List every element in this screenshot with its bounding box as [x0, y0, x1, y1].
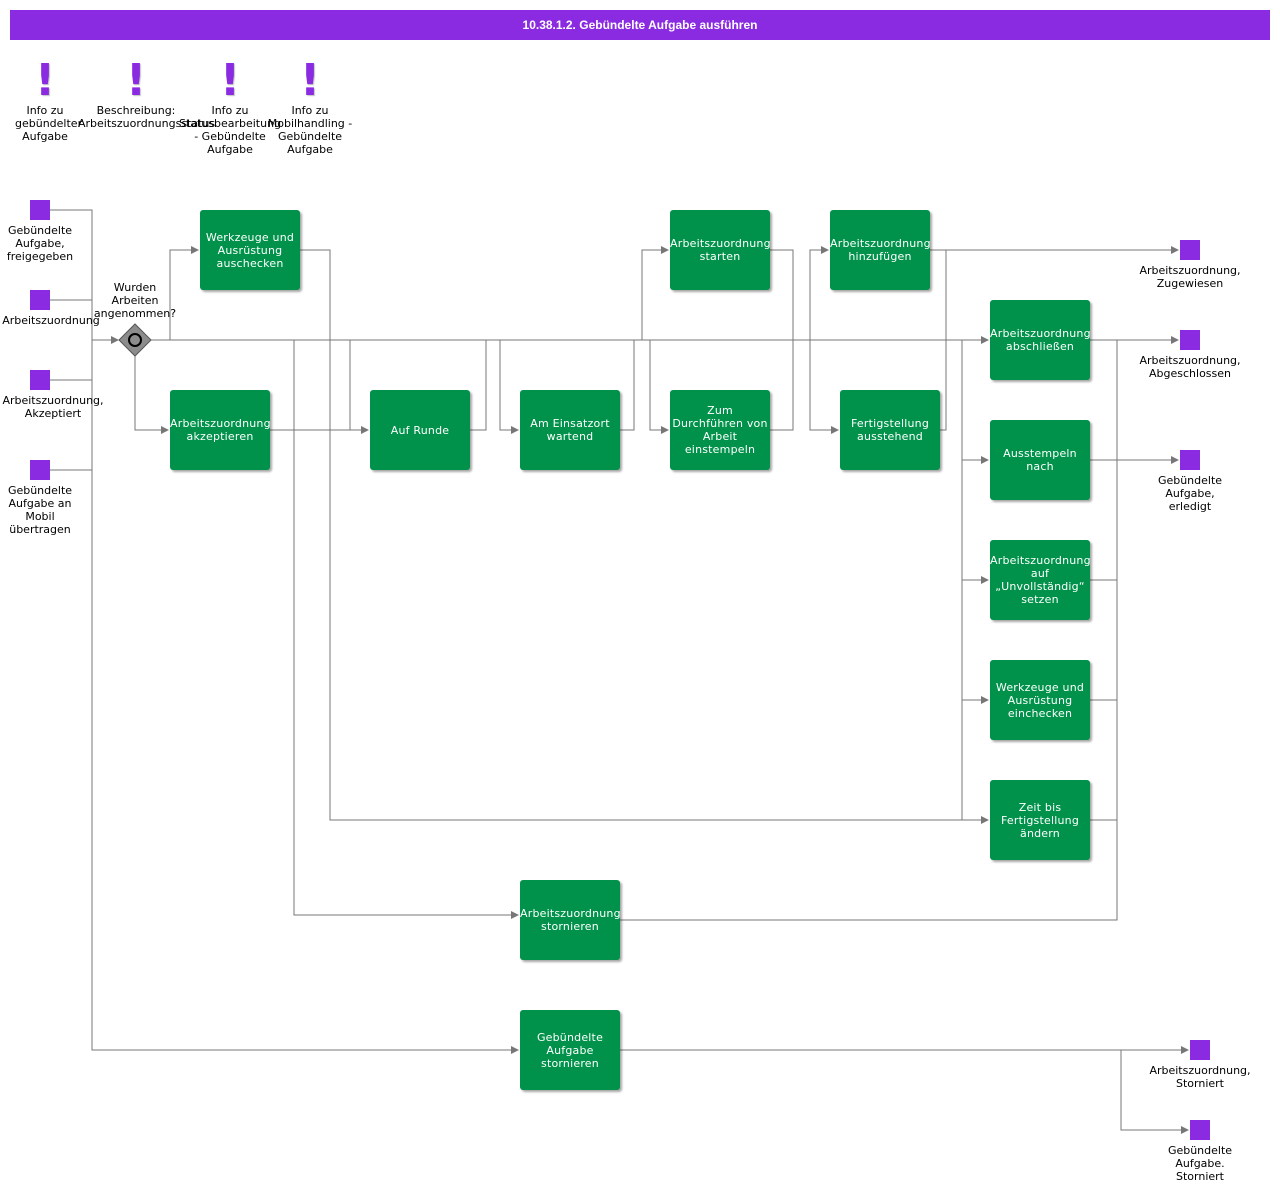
note-arbeitszuordnungsstatus[interactable]: ! Beschreibung: Arbeitszuordnungsstatus	[78, 55, 216, 131]
note-info-gebuendelte-aufgabe[interactable]: ! Info zu gebündelter Aufgabe	[15, 55, 83, 144]
end-event-label: Arbeitszuordnung, Zugewiesen	[1139, 264, 1241, 290]
end-event-storniert[interactable]	[1190, 1040, 1210, 1060]
start-event-label: Gebündelte Aufgabe, freigegeben	[6, 224, 74, 263]
start-event-label: Arbeitszuordnung	[2, 314, 100, 327]
task-label: Zeit bis Fertigstellung ändern	[1000, 800, 1080, 840]
exclusive-gateway	[118, 323, 152, 357]
exclamation-icon: !	[299, 55, 321, 106]
note-label: Beschreibung: Arbeitszuordnungsstatus	[78, 104, 216, 130]
diagram-title: 10.38.1.2. Gebündelte Aufgabe ausführen	[10, 10, 1270, 40]
end-event-label: Arbeitszuordnung, Abgeschlossen	[1139, 354, 1241, 380]
task-label: Ausstempeln nach	[1003, 447, 1077, 473]
end-event-label: Gebündelte Aufgabe. Storniert	[1167, 1144, 1233, 1183]
start-event-freigegeben[interactable]	[30, 200, 50, 220]
task-fertigstellung-ausstehend[interactable]: Fertigstellung ausstehend	[840, 390, 940, 470]
task-label: Arbeitszuordnung auf „Unvollständig“ set…	[990, 554, 1090, 606]
task-arbeitszuordnung-starten[interactable]: Arbeitszuordnung starten	[670, 210, 770, 290]
task-arbeitszuordnung-abschliessen[interactable]: Arbeitszuordnung abschließen	[990, 300, 1090, 380]
task-label: Gebündelte Aufgabe stornieren	[536, 1030, 604, 1070]
task-label: Auf Runde	[390, 423, 450, 437]
end-event-aufgabe-storniert[interactable]	[1190, 1120, 1210, 1140]
start-event-arbeitszuordnung[interactable]	[30, 290, 50, 310]
task-am-einsatzort-wartend[interactable]: Am Einsatzort wartend	[520, 390, 620, 470]
exclamation-icon: !	[34, 55, 56, 106]
task-arbeitszuordnung-stornieren[interactable]: Arbeitszuordnung stornieren	[520, 880, 620, 960]
task-label: Fertigstellung ausstehend	[850, 417, 930, 443]
exclamation-icon: !	[125, 55, 147, 106]
task-label: Am Einsatzort wartend	[530, 417, 610, 443]
task-label: Arbeitszuordnungen hinzufügen	[830, 237, 930, 263]
end-event-label: Arbeitszuordnung, Storniert	[1149, 1064, 1251, 1090]
start-event-label: Arbeitszuordnung, Akzeptiert	[2, 394, 104, 420]
note-statusbearbeitung[interactable]: ! Info zu Statusbearbeitung - Gebündelte…	[178, 55, 282, 157]
note-label: Info zu Mobilhandling - Gebündelte Aufga…	[267, 104, 353, 156]
task-label: Arbeitszuordnung akzeptieren	[170, 417, 270, 443]
task-werkzeuge-auschecken[interactable]: Werkzeuge und Ausrüstung auschecken	[200, 210, 300, 290]
end-event-abgeschlossen[interactable]	[1180, 330, 1200, 350]
note-label: Info zu Statusbearbeitung - Gebündelte A…	[178, 104, 282, 156]
task-unvollstaendig-setzen[interactable]: Arbeitszuordnung auf „Unvollständig“ set…	[990, 540, 1090, 620]
end-event-erledigt[interactable]	[1180, 450, 1200, 470]
end-event-label: Gebündelte Aufgabe, erledigt	[1157, 474, 1223, 513]
task-label: Arbeitszuordnung abschließen	[990, 327, 1090, 353]
exclamation-icon: !	[219, 55, 241, 106]
task-auf-runde[interactable]: Auf Runde	[370, 390, 470, 470]
note-mobilhandling[interactable]: ! Info zu Mobilhandling - Gebündelte Auf…	[266, 55, 354, 157]
task-label: Werkzeuge und Ausrüstung einchecken	[995, 680, 1085, 720]
task-label: Zum Durchführen von Arbeit einstempeln	[672, 404, 768, 456]
task-einstempeln[interactable]: Zum Durchführen von Arbeit einstempeln	[670, 390, 770, 470]
end-event-zugewiesen[interactable]	[1180, 240, 1200, 260]
task-gebuendelte-aufgabe-stornieren[interactable]: Gebündelte Aufgabe stornieren	[520, 1010, 620, 1090]
task-arbeitszuordnungen-hinzufuegen[interactable]: Arbeitszuordnungen hinzufügen	[830, 210, 930, 290]
start-event-akzeptiert[interactable]	[30, 370, 50, 390]
task-label: Arbeitszuordnung starten	[670, 237, 770, 263]
task-label: Werkzeuge und Ausrüstung auschecken	[205, 230, 295, 270]
gateway-label: Wurden Arbeiten angenommen?	[93, 281, 177, 320]
start-event-label: Gebündelte Aufgabe an Mobil übertragen	[7, 484, 73, 536]
task-ausstempeln-nach[interactable]: Ausstempeln nach	[990, 420, 1090, 500]
task-zeit-bis-fertigstellung[interactable]: Zeit bis Fertigstellung ändern	[990, 780, 1090, 860]
start-event-mobil[interactable]	[30, 460, 50, 480]
note-label: Info zu gebündelter Aufgabe	[15, 104, 83, 143]
task-arbeitszuordnung-akzeptieren[interactable]: Arbeitszuordnung akzeptieren	[170, 390, 270, 470]
task-werkzeuge-einchecken[interactable]: Werkzeuge und Ausrüstung einchecken	[990, 660, 1090, 740]
task-label: Arbeitszuordnung stornieren	[520, 907, 620, 933]
